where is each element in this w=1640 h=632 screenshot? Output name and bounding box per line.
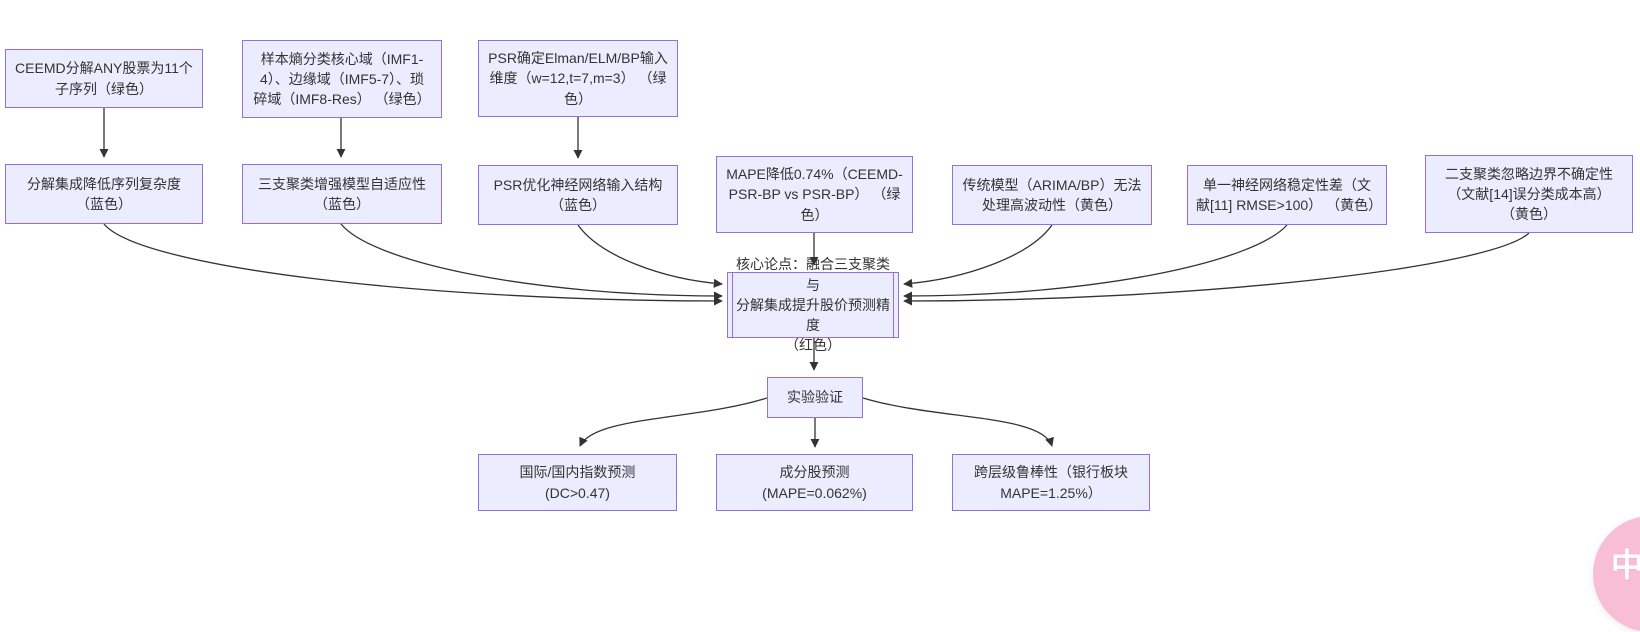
node-cross-level-robustness: 跨层级鲁棒性（银行板块 MAPE=1.25%） xyxy=(952,454,1150,511)
node-core-thesis: 核心论点：融合三支聚类与 分解集成提升股价预测精度 （红色） xyxy=(727,256,899,353)
node-index-forecast: 国际/国内指数预测 (DC>0.47) xyxy=(478,454,677,511)
node-single-nn-instability: 单一神经网络稳定性差（文 献[11] RMSE>100） （黄色） xyxy=(1187,165,1387,225)
node-mape-reduction: MAPE降低0.74%（CEEMD- PSR-BP vs PSR-BP） （绿 … xyxy=(716,156,913,233)
arrow-b6-core xyxy=(903,224,1288,301)
node-psr-dimensions: PSR确定Elman/ELM/BP输入 维度（w=12,t=7,m=3） （绿 … xyxy=(478,40,678,117)
node-three-way-adaptivity: 三支聚类增强模型自适应性 （蓝色） xyxy=(242,164,442,224)
translate-icon: 中A xyxy=(1611,547,1640,583)
arrow-b2-core xyxy=(340,223,723,301)
node-sample-entropy: 样本熵分类核心域（IMF1- 4）、边缘域（IMF5-7）、琐 碎域（IMF8-… xyxy=(242,40,442,118)
node-constituent-forecast: 成分股预测 (MAPE=0.062%) xyxy=(716,454,913,511)
flowchart-canvas: CEEMD分解ANY股票为11个 子序列（绿色） 样本熵分类核心域（IMF1- … xyxy=(5,40,1640,632)
node-experiment-validation: 实验验证 xyxy=(767,377,863,418)
node-traditional-limits: 传统模型（ARIMA/BP）无法 处理高波动性（黄色） xyxy=(952,165,1152,225)
node-two-way-uncertainty: 二支聚类忽略边界不确定性 （文献[14]误分类成本高） （黄色） xyxy=(1425,155,1633,233)
arrow-validate-e1 xyxy=(579,397,768,447)
arrow-validate-e3 xyxy=(862,397,1054,447)
node-psr-structure: PSR优化神经网络输入结构 （蓝色） xyxy=(478,165,678,225)
arrow-b1-core xyxy=(103,223,723,306)
node-decompose-complexity: 分解集成降低序列复杂度 （蓝色） xyxy=(5,164,203,224)
arrow-b5-core xyxy=(903,224,1053,288)
arrow-b3-core xyxy=(577,224,723,288)
translate-button[interactable]: 中A xyxy=(1593,516,1640,632)
node-ceemd-decompose: CEEMD分解ANY股票为11个 子序列（绿色） xyxy=(5,49,203,108)
arrow-b7-core xyxy=(903,232,1530,306)
